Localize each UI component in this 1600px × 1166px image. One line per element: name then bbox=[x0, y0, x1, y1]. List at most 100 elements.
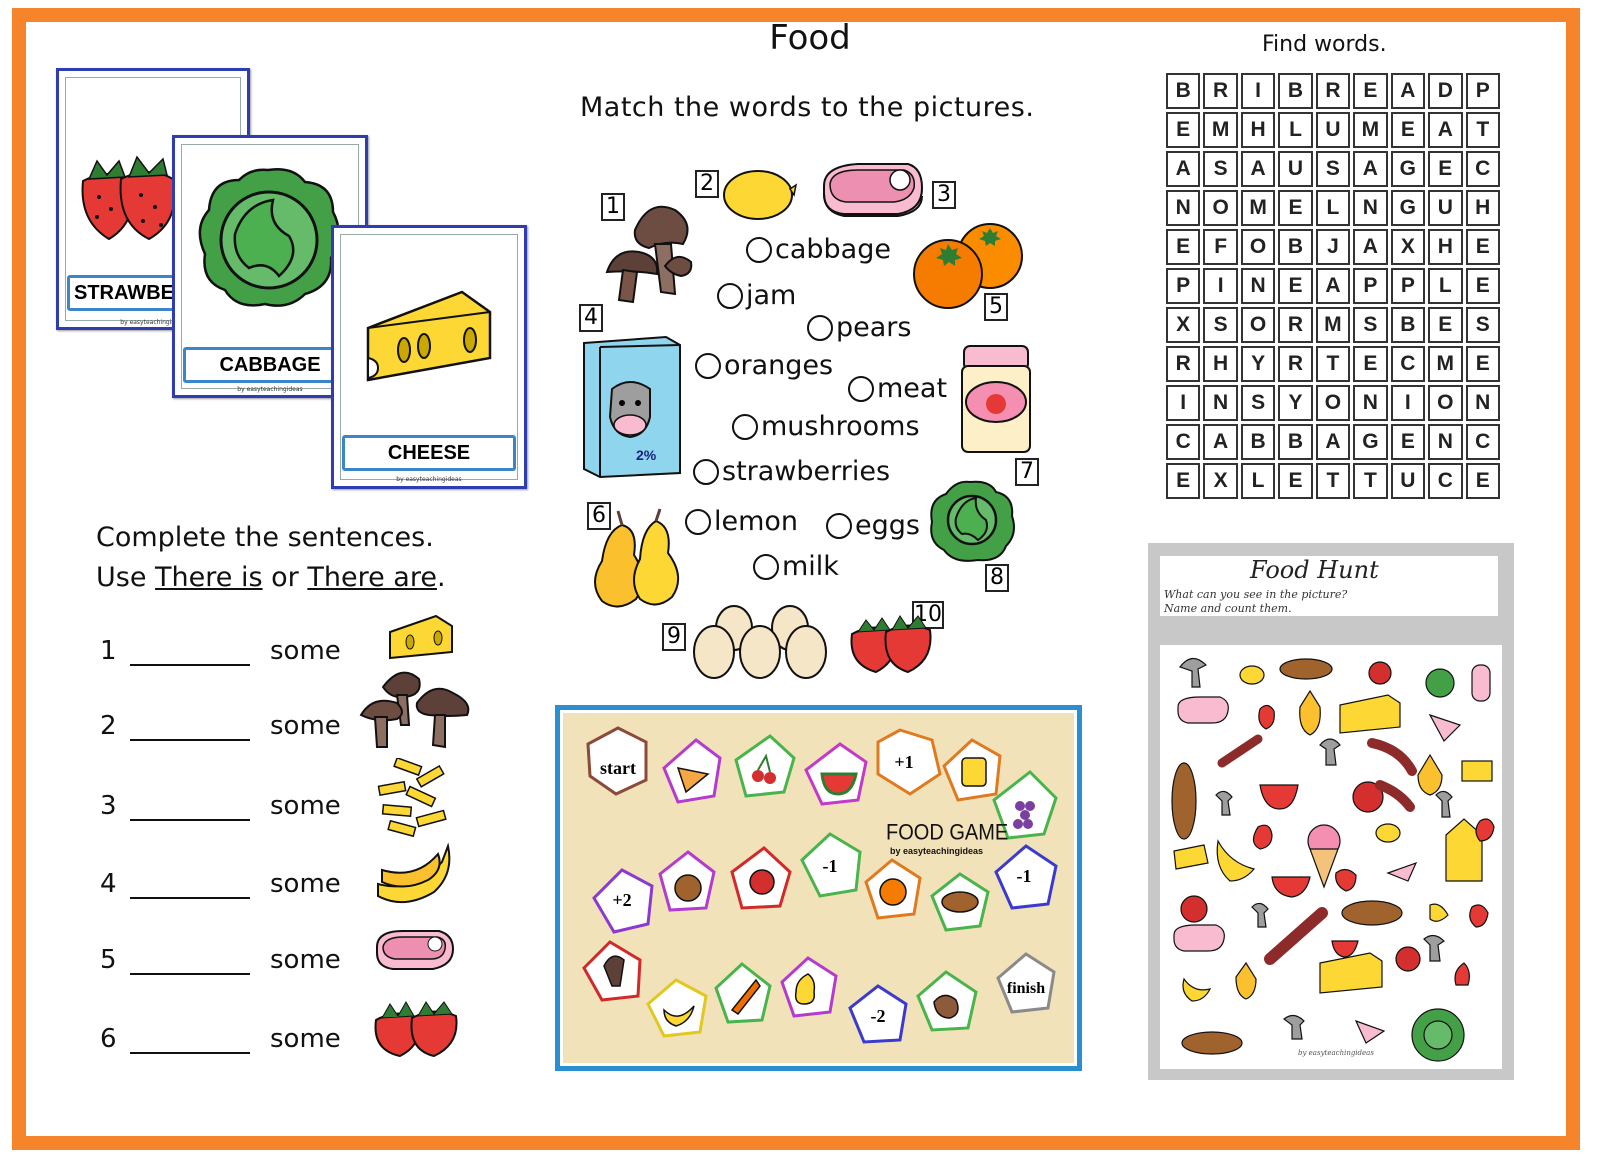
plus-two-space[interactable]: +2 bbox=[612, 890, 632, 910]
word-search-cell[interactable]: E bbox=[1428, 307, 1463, 343]
word-search-cell[interactable]: I bbox=[1390, 385, 1426, 421]
answer-blank[interactable] bbox=[130, 1032, 250, 1054]
word-search-cell[interactable]: H bbox=[1428, 229, 1463, 265]
word-search-cell[interactable]: R bbox=[1203, 73, 1238, 109]
word-search-cell[interactable]: B bbox=[1278, 229, 1313, 265]
word-search-cell[interactable]: R bbox=[1166, 346, 1201, 382]
minus-one-space[interactable]: -1 bbox=[1016, 866, 1032, 886]
word-search-cell[interactable]: I bbox=[1240, 73, 1276, 109]
match-word[interactable]: cabbage bbox=[746, 234, 891, 265]
word-search-cell[interactable]: N bbox=[1166, 190, 1201, 226]
word-search-cell[interactable]: N bbox=[1428, 424, 1463, 460]
word-search-cell[interactable]: E bbox=[1428, 151, 1463, 187]
word-search-cell[interactable]: S bbox=[1203, 307, 1238, 343]
word-search-cell[interactable]: D bbox=[1428, 73, 1463, 109]
answer-blank[interactable] bbox=[130, 799, 250, 821]
word-search-cell[interactable]: G bbox=[1390, 190, 1426, 226]
answer-blank[interactable] bbox=[130, 877, 250, 899]
word-search-cell[interactable]: E bbox=[1166, 463, 1201, 499]
word-search-cell[interactable]: L bbox=[1428, 268, 1463, 304]
word-search-cell[interactable]: H bbox=[1203, 346, 1238, 382]
match-word[interactable]: pears bbox=[807, 312, 911, 343]
word-search-cell[interactable]: X bbox=[1166, 307, 1201, 343]
answer-blank[interactable] bbox=[130, 644, 250, 666]
word-search-cell[interactable]: E bbox=[1166, 229, 1201, 265]
word-search-cell[interactable]: H bbox=[1240, 112, 1276, 148]
word-search-cell[interactable]: E bbox=[1278, 268, 1313, 304]
match-word[interactable]: meat bbox=[848, 373, 947, 404]
word-search-cell[interactable]: B bbox=[1240, 424, 1276, 460]
word-search-cell[interactable]: A bbox=[1240, 151, 1276, 187]
word-search-cell[interactable]: L bbox=[1240, 463, 1276, 499]
word-search-cell[interactable]: S bbox=[1240, 385, 1276, 421]
word-search-cell[interactable]: S bbox=[1353, 307, 1388, 343]
word-search-cell[interactable]: G bbox=[1353, 424, 1388, 460]
word-search-cell[interactable]: P bbox=[1166, 268, 1201, 304]
match-word[interactable]: lemon bbox=[685, 506, 798, 537]
word-search-cell[interactable]: Y bbox=[1278, 385, 1313, 421]
word-search-cell[interactable]: E bbox=[1278, 190, 1313, 226]
word-search-cell[interactable]: O bbox=[1240, 307, 1276, 343]
word-search-cell[interactable]: A bbox=[1353, 151, 1388, 187]
minus-one-space[interactable]: -1 bbox=[822, 856, 838, 876]
match-word[interactable]: oranges bbox=[695, 350, 833, 381]
word-search-cell[interactable]: P bbox=[1465, 73, 1500, 109]
word-search-cell[interactable]: U bbox=[1315, 112, 1351, 148]
word-search-cell[interactable]: C bbox=[1465, 424, 1500, 460]
word-search-cell[interactable]: S bbox=[1465, 307, 1500, 343]
word-search-cell[interactable]: M bbox=[1353, 112, 1388, 148]
word-search-cell[interactable]: U bbox=[1428, 190, 1463, 226]
word-search-cell[interactable]: T bbox=[1353, 463, 1388, 499]
word-search-cell[interactable]: O bbox=[1315, 385, 1351, 421]
word-search-cell[interactable]: A bbox=[1203, 424, 1238, 460]
word-search-cell[interactable]: R bbox=[1278, 307, 1313, 343]
word-search-cell[interactable]: E bbox=[1353, 73, 1388, 109]
word-search-cell[interactable]: A bbox=[1315, 424, 1351, 460]
word-search-cell[interactable]: E bbox=[1166, 112, 1201, 148]
word-search-cell[interactable]: N bbox=[1203, 385, 1238, 421]
word-search-cell[interactable]: O bbox=[1240, 229, 1276, 265]
word-search-cell[interactable]: F bbox=[1203, 229, 1238, 265]
word-search-cell[interactable]: N bbox=[1353, 385, 1388, 421]
match-word[interactable]: jam bbox=[717, 280, 796, 311]
word-search-cell[interactable]: Y bbox=[1240, 346, 1276, 382]
word-search-cell[interactable]: A bbox=[1428, 112, 1463, 148]
minus-two-space[interactable]: -2 bbox=[870, 1006, 886, 1026]
word-search-cell[interactable]: R bbox=[1278, 346, 1313, 382]
word-search-cell[interactable]: T bbox=[1315, 463, 1351, 499]
answer-blank[interactable] bbox=[130, 719, 250, 741]
word-search-cell[interactable]: M bbox=[1240, 190, 1276, 226]
word-search-cell[interactable]: L bbox=[1315, 190, 1351, 226]
word-search-cell[interactable]: P bbox=[1353, 268, 1388, 304]
finish-space[interactable]: finish bbox=[1006, 980, 1046, 997]
match-word[interactable]: eggs bbox=[826, 510, 920, 541]
word-search-cell[interactable]: E bbox=[1278, 463, 1313, 499]
word-search-cell[interactable]: A bbox=[1166, 151, 1201, 187]
word-search-cell[interactable]: B bbox=[1166, 73, 1201, 109]
word-search-cell[interactable]: T bbox=[1315, 346, 1351, 382]
word-search-cell[interactable]: R bbox=[1315, 73, 1351, 109]
word-search-cell[interactable]: E bbox=[1465, 229, 1500, 265]
word-search-cell[interactable]: C bbox=[1428, 463, 1463, 499]
word-search-cell[interactable]: E bbox=[1465, 463, 1500, 499]
word-search-cell[interactable]: U bbox=[1390, 463, 1426, 499]
word-search-cell[interactable]: M bbox=[1428, 346, 1463, 382]
word-search-cell[interactable]: E bbox=[1353, 346, 1388, 382]
match-word[interactable]: milk bbox=[753, 551, 839, 582]
word-search-cell[interactable]: P bbox=[1390, 268, 1426, 304]
word-search-cell[interactable]: M bbox=[1315, 307, 1351, 343]
word-search-cell[interactable]: U bbox=[1278, 151, 1313, 187]
word-search-cell[interactable]: G bbox=[1390, 151, 1426, 187]
word-search-cell[interactable]: B bbox=[1390, 307, 1426, 343]
word-search-cell[interactable]: S bbox=[1315, 151, 1351, 187]
word-search-cell[interactable]: N bbox=[1353, 190, 1388, 226]
plus-one-space[interactable]: +1 bbox=[894, 752, 914, 772]
word-search-cell[interactable]: I bbox=[1166, 385, 1201, 421]
word-search-cell[interactable]: A bbox=[1353, 229, 1388, 265]
word-search-cell[interactable]: O bbox=[1428, 385, 1463, 421]
word-search-cell[interactable]: E bbox=[1390, 112, 1426, 148]
match-word[interactable]: mushrooms bbox=[732, 411, 920, 442]
word-search-cell[interactable]: E bbox=[1390, 424, 1426, 460]
word-search-cell[interactable]: B bbox=[1278, 424, 1313, 460]
word-search-cell[interactable]: C bbox=[1390, 346, 1426, 382]
